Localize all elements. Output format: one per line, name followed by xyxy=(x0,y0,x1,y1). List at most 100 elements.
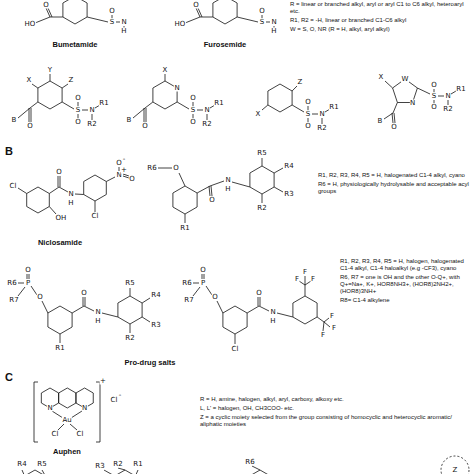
atom-label: O xyxy=(190,119,197,126)
atom-label: O xyxy=(75,95,82,102)
atom-label: R1 xyxy=(329,104,339,111)
atom-label: H xyxy=(225,186,231,193)
definition-text: R1, R2, R3, R4, R5 = H, halogen, halogen… xyxy=(340,258,472,272)
atom-label: R1 xyxy=(55,345,65,352)
atom-label: O xyxy=(209,197,216,204)
atom-label: R2 xyxy=(317,125,327,132)
atom-label: H xyxy=(270,318,276,325)
atom-label: R6 xyxy=(182,280,192,287)
bond-lines xyxy=(384,81,456,123)
atom-label: O xyxy=(431,104,438,111)
atom-label: R2 xyxy=(125,335,135,342)
bond-lines xyxy=(185,8,274,28)
bond-lines xyxy=(133,74,215,122)
definition-text: Z = a cyclic moiety selected from the gr… xyxy=(200,414,472,428)
atom-label: N xyxy=(95,309,101,316)
atom-label: R7 xyxy=(184,297,194,304)
atom-label: O xyxy=(200,267,207,274)
atom-label: R4 xyxy=(151,292,161,299)
atom-label: Cl xyxy=(231,346,239,353)
atom-label: Cl xyxy=(51,431,59,438)
atom-label: H xyxy=(68,200,74,207)
definition-text: R6, R7 = one is OH and the other O-Q+, w… xyxy=(340,274,472,295)
atom-label: - xyxy=(122,156,126,163)
atom-label: N xyxy=(89,107,95,114)
ring-outline xyxy=(118,296,142,324)
atom-label: R6 xyxy=(245,459,255,466)
bond-lines xyxy=(34,382,100,442)
atom-label: N xyxy=(225,177,231,184)
partial-structures xyxy=(22,456,469,474)
definition-text: W = S, O, NR (R = H, alkyl, aryl alkyl) xyxy=(290,26,472,33)
atom-label: O xyxy=(43,2,50,9)
atom-label: Cl xyxy=(9,183,17,190)
atom-label: O xyxy=(25,267,32,274)
atom-label: N xyxy=(68,191,74,198)
atom-label: Cl xyxy=(110,397,118,404)
atom-label: R3 xyxy=(95,463,105,470)
atom-label: R2 xyxy=(87,121,97,128)
ring-outline xyxy=(213,0,237,24)
atom-label: O xyxy=(305,123,312,130)
ring-outline xyxy=(59,388,76,408)
atom-label: R2 xyxy=(113,461,123,468)
atom-label: R1 xyxy=(456,86,466,93)
atom-label: R6 xyxy=(147,165,157,172)
atom-label: O xyxy=(27,123,34,130)
atom-label: P xyxy=(200,280,205,287)
generic-structure-2 xyxy=(133,74,215,122)
compound-name: Furosemide xyxy=(204,41,247,49)
atom-label: X xyxy=(26,77,32,84)
atom-label: O xyxy=(212,294,219,301)
atom-label: + xyxy=(121,167,128,174)
atom-label: O xyxy=(193,2,200,9)
atom-label: H xyxy=(271,28,277,35)
atom-label: R6 xyxy=(7,280,17,287)
atom-label: N xyxy=(47,405,53,412)
atom-label: R2 xyxy=(443,106,453,113)
atom-label: O xyxy=(37,294,44,301)
definition-text: R1, R2, R3, R4, R5 = H, halogenated C1-4… xyxy=(318,172,472,179)
prodrug-structure-1 xyxy=(18,274,150,343)
atom-label: S xyxy=(109,19,114,26)
atom-label: R4 xyxy=(284,163,294,170)
ring-outline xyxy=(173,186,197,214)
atom-label: R4 xyxy=(17,461,27,468)
atom-label: N xyxy=(445,93,451,100)
atom-label: F xyxy=(331,325,336,332)
bond-lines xyxy=(262,86,330,124)
ring-outline xyxy=(250,470,271,474)
atom-label: B xyxy=(377,118,383,125)
atom-label: N xyxy=(409,99,415,106)
ring-outline xyxy=(48,306,72,334)
generic-structure-4 xyxy=(384,79,456,123)
definition-text: R = H, amine, halogen, alkyl, aryl, carb… xyxy=(200,396,472,403)
atom-label: O xyxy=(431,82,438,89)
atom-label: H xyxy=(121,28,127,35)
atom-label: X xyxy=(162,67,168,74)
atom-label: R1 xyxy=(99,100,109,107)
atom-label: S xyxy=(259,19,264,26)
atom-label: R2 xyxy=(202,121,212,128)
bumetamide-structure xyxy=(35,0,124,28)
atom-label: HO xyxy=(24,21,36,28)
atom-label: B xyxy=(11,117,17,124)
ring-outline xyxy=(27,187,50,213)
atom-label: Au xyxy=(62,417,72,424)
atom-label: O xyxy=(256,290,263,297)
atom-label: N xyxy=(174,85,180,92)
atom-label: O xyxy=(173,165,180,172)
ring-outline xyxy=(63,0,87,24)
atom-label: O xyxy=(142,123,149,130)
compound-name: Pro-drug salts xyxy=(125,359,176,367)
atom-label: S xyxy=(305,111,310,118)
ring-outline xyxy=(84,175,107,201)
atom-label: F xyxy=(310,276,315,283)
bond-lines xyxy=(18,74,100,122)
atom-label: F xyxy=(302,269,307,276)
atom-label: Cl xyxy=(76,431,84,438)
atom-label: P xyxy=(25,280,30,287)
atom-label: R5 xyxy=(257,150,267,157)
atom-label: S xyxy=(190,107,195,114)
niclosamide-analogue-structure xyxy=(158,158,283,223)
